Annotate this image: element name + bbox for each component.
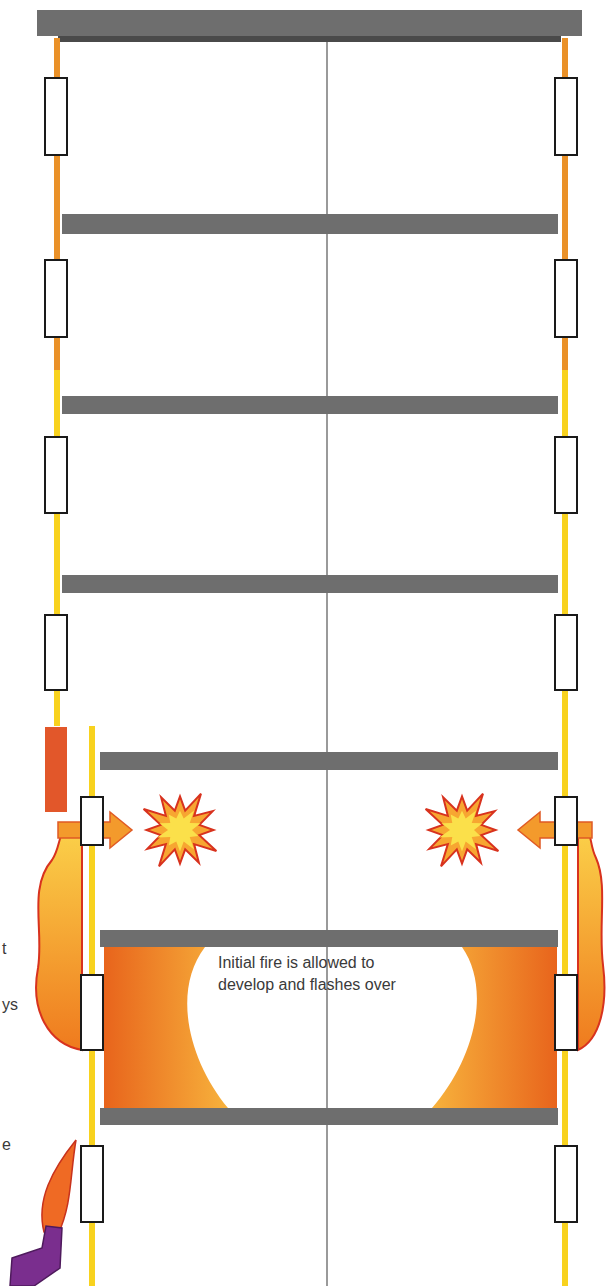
flashover-burst	[144, 794, 217, 867]
flashover-burst-core	[439, 811, 482, 852]
cropped-label: ys	[2, 994, 18, 1016]
interior-fire	[104, 947, 228, 1108]
exterior-flame	[578, 826, 604, 1050]
exterior-flame	[36, 826, 82, 1050]
spandrel-panel	[45, 727, 67, 812]
roof-slab	[58, 36, 561, 42]
flashover-bursts	[144, 794, 499, 867]
windows	[45, 78, 577, 1222]
flashover-burst-core	[157, 811, 200, 852]
flashover-burst	[426, 794, 499, 867]
cropped-label: t	[2, 938, 6, 960]
cropped-label: e	[2, 1134, 11, 1156]
burning-chair	[10, 1226, 62, 1286]
roof-slab	[37, 10, 582, 36]
interior-fire	[432, 947, 557, 1108]
floor-slabs	[62, 214, 558, 1125]
fire-note: Initial fire is allowed to develop and f…	[218, 952, 410, 996]
chair-flame	[42, 1140, 76, 1234]
